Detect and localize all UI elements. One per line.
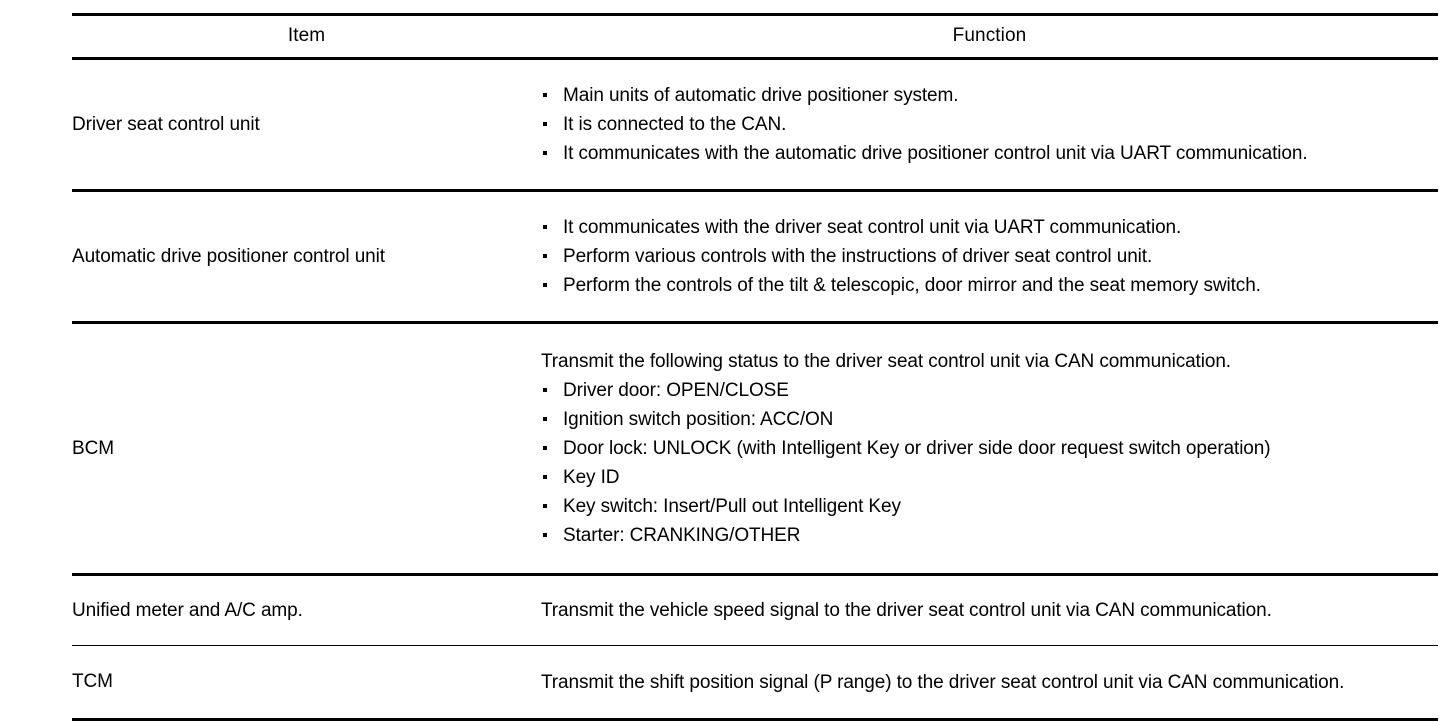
bullet-icon <box>543 242 548 271</box>
list-item: Perform various controls with the instru… <box>541 242 1438 271</box>
row-function-cell: Transmit the following status to the dri… <box>541 323 1438 575</box>
table-body: Item Function Driver seat control unit M… <box>72 14 1438 720</box>
column-header-function: Function <box>952 25 1027 47</box>
row-item-label: Driver seat control unit <box>72 113 260 135</box>
row-function-cell: It communicates with the driver seat con… <box>541 191 1438 323</box>
bullet-icon <box>543 405 548 434</box>
list-item: Ignition switch position: ACC/ON <box>541 405 1438 434</box>
function-bullet-list: Main units of automatic drive positioner… <box>541 81 1438 168</box>
bullet-icon <box>543 521 548 550</box>
bullet-text: It communicates with the driver seat con… <box>563 217 1182 238</box>
bullet-text: Door lock: UNLOCK (with Intelligent Key … <box>563 438 1271 459</box>
list-item: Door lock: UNLOCK (with Intelligent Key … <box>541 434 1438 463</box>
bullet-text: Ignition switch position: ACC/ON <box>563 409 834 430</box>
bullet-icon <box>543 213 548 242</box>
function-bullet-list: Driver door: OPEN/CLOSE Ignition switch … <box>541 376 1438 550</box>
row-item-label: Automatic drive positioner control unit <box>72 245 385 267</box>
bullet-text: It is connected to the CAN. <box>563 114 787 135</box>
column-header-item: Item <box>287 25 326 47</box>
bullet-icon <box>543 434 548 463</box>
bullet-icon <box>543 376 548 405</box>
function-lead-text: Transmit the following status to the dri… <box>541 351 1231 372</box>
list-item: Main units of automatic drive positioner… <box>541 81 1438 110</box>
bullet-icon <box>543 463 548 492</box>
table-row: TCM Transmit the shift position signal (… <box>72 646 1438 720</box>
table-row: Automatic drive positioner control unit … <box>72 191 1438 323</box>
row-function-cell: Main units of automatic drive positioner… <box>541 59 1438 191</box>
function-bullet-list: It communicates with the driver seat con… <box>541 213 1438 300</box>
list-item: Perform the controls of the tilt & teles… <box>541 271 1438 300</box>
bullet-text: Starter: CRANKING/OTHER <box>563 525 801 546</box>
list-item: It communicates with the driver seat con… <box>541 213 1438 242</box>
row-function-cell: Transmit the vehicle speed signal to the… <box>541 575 1438 646</box>
bullet-text: It communicates with the automatic drive… <box>563 143 1308 164</box>
bullet-text: Perform the controls of the tilt & teles… <box>563 275 1261 296</box>
function-lead-text: Transmit the shift position signal (P ra… <box>541 671 1345 693</box>
item-function-table: Item Function Driver seat control unit M… <box>72 13 1438 721</box>
table-header-row: Item Function <box>72 14 1438 59</box>
bullet-icon <box>543 492 548 521</box>
row-function-cell: Transmit the shift position signal (P ra… <box>541 646 1438 720</box>
list-item: It is connected to the CAN. <box>541 110 1438 139</box>
bullet-text: Perform various controls with the instru… <box>563 246 1153 267</box>
bullet-icon <box>543 110 548 139</box>
row-item-label: BCM <box>72 437 114 459</box>
row-item-label: TCM <box>72 671 113 693</box>
bullet-text: Key switch: Insert/Pull out Intelligent … <box>563 496 901 517</box>
bullet-icon <box>543 81 548 110</box>
table-row: Unified meter and A/C amp. Transmit the … <box>72 575 1438 646</box>
bullet-text: Main units of automatic drive positioner… <box>563 85 959 106</box>
list-item: Starter: CRANKING/OTHER <box>541 521 1438 550</box>
bullet-text: Key ID <box>563 467 620 488</box>
table-row: Driver seat control unit Main units of a… <box>72 59 1438 191</box>
row-item-label: Unified meter and A/C amp. <box>72 599 303 621</box>
list-item: Driver door: OPEN/CLOSE <box>541 376 1438 405</box>
bullet-text: Driver door: OPEN/CLOSE <box>563 380 789 401</box>
bullet-icon <box>543 139 548 168</box>
table-row: BCM Transmit the following status to the… <box>72 323 1438 575</box>
function-lead-text: Transmit the vehicle speed signal to the… <box>541 600 1272 621</box>
list-item: It communicates with the automatic drive… <box>541 139 1438 168</box>
bullet-icon <box>543 271 548 300</box>
list-item: Key switch: Insert/Pull out Intelligent … <box>541 492 1438 521</box>
list-item: Key ID <box>541 463 1438 492</box>
